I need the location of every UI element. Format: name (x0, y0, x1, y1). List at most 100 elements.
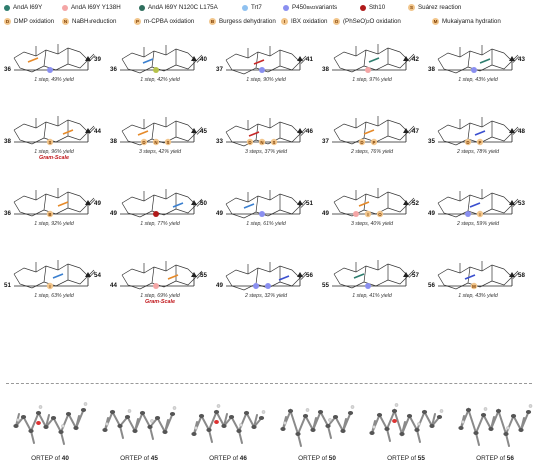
oxygen-atom (36, 421, 41, 425)
hydrogen-atom (38, 405, 43, 409)
ring-bond (467, 121, 493, 144)
section-divider (6, 383, 532, 384)
product-compound-number: 43 (518, 56, 525, 63)
ring-bond (67, 51, 89, 69)
chemical-step-letter: O (378, 212, 382, 217)
ortep-branch (386, 428, 391, 442)
hydrogen-atom (328, 418, 332, 422)
ring-bond (121, 50, 155, 74)
chemical-step-icon (46, 282, 54, 290)
crystal-structure-image (102, 406, 177, 440)
atom-ellipsoid (510, 414, 517, 418)
ring-bond (279, 197, 301, 215)
legend-badge-icon: S (408, 4, 415, 11)
crystal-structure-image (369, 403, 444, 443)
crystal-structure-image (280, 405, 355, 447)
ring-bond (387, 123, 409, 141)
start-compound-number: 36 (4, 210, 11, 217)
atom-ellipsoid (525, 410, 532, 414)
yield-caption: 3 steps, 37% yield (244, 149, 288, 155)
molecule-structure (13, 260, 96, 289)
reaction-scheme (225, 190, 308, 219)
reaction-scheme (120, 261, 204, 290)
legend-subscript: BM3 (306, 5, 316, 10)
molecule-structure (225, 190, 308, 219)
highlighted-bond (363, 129, 375, 135)
arrow-head-icon (191, 128, 197, 133)
chemical-step-icon (46, 138, 54, 146)
start-compound-number: 55 (322, 282, 329, 289)
carbonyl-bond (196, 56, 204, 63)
carbon-skeleton (225, 265, 293, 277)
atom-ellipsoid (332, 415, 339, 419)
atom-ellipsoid (317, 410, 324, 414)
carbonyl-bond (512, 200, 520, 207)
product-compound-number: 57 (412, 272, 419, 279)
highlighted-bond (464, 274, 476, 280)
atom-ellipsoid (236, 429, 242, 433)
enzyme-step-icon (471, 67, 477, 73)
ortep-bonds (460, 407, 530, 447)
arrow-head-icon (85, 128, 91, 133)
hydrogen-atom (461, 420, 465, 424)
ortep-compound-number: 55 (417, 455, 425, 462)
arrow-head-icon (297, 200, 303, 205)
molecule-structure (13, 188, 96, 217)
carbonyl-bond (512, 56, 520, 63)
ring-bond (13, 49, 47, 73)
reaction-scheme (120, 45, 204, 74)
molecule-structure (121, 117, 204, 146)
ring-bond (43, 120, 69, 143)
carbon-skeleton (13, 191, 81, 203)
ring-bond (333, 265, 367, 289)
crystal-structure-image (191, 404, 266, 444)
yield-caption: 1 step, 43% yield (458, 293, 498, 299)
legend-dot-icon (360, 4, 366, 11)
ring-bond (43, 264, 69, 287)
arrow-head-icon (191, 272, 197, 277)
ortep-bonds (282, 408, 352, 447)
chemical-step-icon (246, 138, 254, 146)
molecule-structure (333, 188, 416, 217)
ortep-chain (15, 409, 85, 435)
atom-ellipsoid (198, 414, 205, 418)
legend-label-suffix: O oxidation (369, 18, 401, 25)
carbonyl-bond (407, 53, 415, 61)
chemical-step-letter: B (48, 212, 51, 217)
atom-ellipsoid (473, 431, 479, 435)
arrow-head-icon (509, 56, 515, 61)
hydrogen-atom (172, 406, 177, 410)
carbonyl-bond (300, 273, 308, 280)
ring-bond (67, 267, 89, 285)
legend-badge-icon: I (281, 18, 288, 25)
start-compound-number: 49 (110, 210, 117, 217)
yield-caption: 3 steps, 40% yield (350, 221, 394, 227)
legend-item: Trt7 (242, 4, 262, 11)
hydrogen-atom (372, 425, 376, 429)
yield-caption: 1 step, 49% yield (34, 77, 74, 83)
carbon-skeleton (225, 121, 293, 133)
atom-ellipsoid (406, 414, 413, 418)
highlighted-bond (358, 201, 370, 207)
highlighted-bond (474, 130, 486, 136)
reaction-arrow (226, 200, 303, 215)
yield-caption: 2 steps, 32% yield (244, 293, 288, 299)
legend-label: Mukaiyama hydration (442, 18, 501, 25)
enzyme-step-icon (265, 283, 271, 289)
chemical-step-icon (464, 138, 472, 146)
hydrogen-atom (127, 409, 132, 413)
ortep-branch (208, 429, 213, 443)
ortep-branch (253, 414, 258, 428)
atom-ellipsoid (414, 428, 420, 432)
highlighted-bond (248, 131, 260, 137)
enzyme-step-icon (353, 211, 359, 217)
